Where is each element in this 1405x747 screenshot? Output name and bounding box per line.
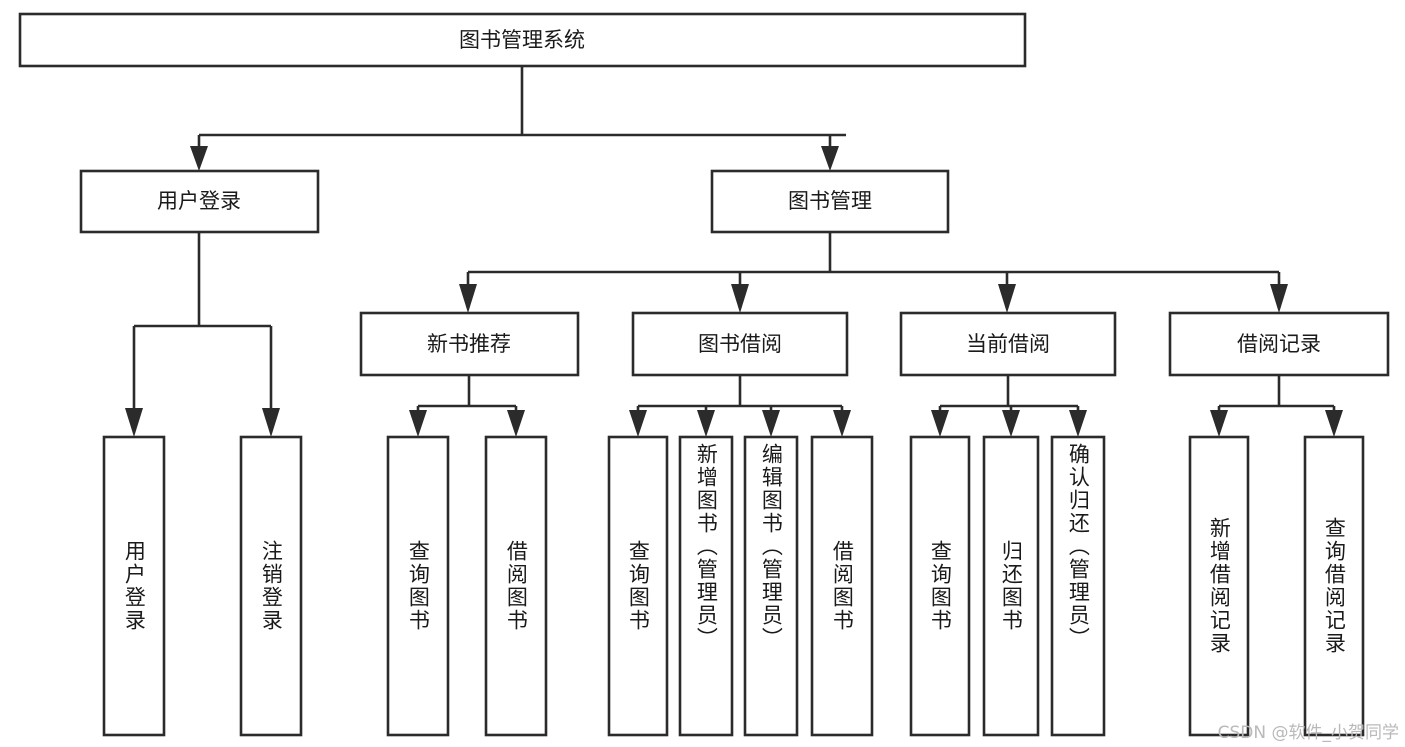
- node-root[interactable]: 图书管理系统: [18, 12, 1027, 68]
- arrowhead-leaf-query-book-3: [931, 410, 949, 437]
- node-borrow-record[interactable]: 借阅记录: [1168, 311, 1390, 377]
- node-leaf-query-borrow-record-rect[interactable]: [1303, 435, 1365, 737]
- node-book-manage-label: 图书管理: [788, 189, 872, 213]
- arrowhead-leaf-user-logout: [262, 408, 280, 437]
- leaf-rect-group: [102, 435, 1365, 737]
- edge-group-user-login: [125, 232, 280, 437]
- edge-group-book-manage: [459, 232, 1288, 313]
- arrowhead-leaf-add-borrow-record: [1210, 410, 1228, 437]
- arrowhead-leaf-edit-book: [762, 410, 780, 437]
- node-current-borrow-label: 当前借阅: [966, 332, 1050, 356]
- arrowhead-leaf-query-book-2: [629, 410, 647, 437]
- arrowhead-new-book-recommend: [459, 284, 477, 313]
- arrowhead-leaf-confirm-return: [1069, 410, 1087, 437]
- node-current-borrow[interactable]: 当前借阅: [899, 311, 1117, 377]
- node-leaf-edit-book-rect[interactable]: [743, 435, 799, 737]
- node-root-rect[interactable]: [18, 12, 1027, 68]
- edge-group-current-borrow: [931, 375, 1087, 437]
- arrowhead-leaf-borrow-book-2: [833, 410, 851, 437]
- node-book-manage[interactable]: 图书管理: [710, 169, 950, 234]
- node-root-label: 图书管理系统: [459, 28, 585, 52]
- edge-group-new-book-recommend: [409, 375, 525, 437]
- arrowhead-book-borrow: [731, 284, 749, 313]
- node-leaf-user-login-rect[interactable]: [102, 435, 166, 737]
- arrowhead-borrow-record: [1270, 284, 1288, 313]
- node-leaf-confirm-return-rect[interactable]: [1050, 435, 1106, 737]
- node-new-book-recommend[interactable]: 新书推荐: [359, 311, 580, 377]
- arrowhead-current-borrow: [998, 284, 1016, 313]
- arrowhead-leaf-user-login: [125, 408, 143, 437]
- csdn-watermark: CSDN @软件_小贺同学: [1217, 723, 1399, 743]
- node-leaf-return-book-rect[interactable]: [982, 435, 1040, 737]
- arrowhead-book-manage: [821, 146, 839, 171]
- node-user-login[interactable]: 用户登录: [79, 169, 320, 234]
- arrowhead-leaf-return-book: [1002, 410, 1020, 437]
- node-borrow-record-rect[interactable]: [1168, 311, 1390, 377]
- node-book-borrow-label: 图书借阅: [698, 332, 782, 356]
- node-new-book-recommend-rect[interactable]: [359, 311, 580, 377]
- edge-group-borrow-record: [1210, 375, 1343, 437]
- node-leaf-add-borrow-record-rect[interactable]: [1188, 435, 1250, 737]
- node-user-login-label: 用户登录: [157, 189, 241, 213]
- node-leaf-borrow-book-1-rect[interactable]: [484, 435, 548, 737]
- node-current-borrow-rect[interactable]: [899, 311, 1117, 377]
- edge-group-book-borrow: [629, 375, 851, 437]
- node-leaf-query-book-3-rect[interactable]: [909, 435, 971, 737]
- node-leaf-user-logout-rect[interactable]: [239, 435, 303, 737]
- arrowhead-leaf-query-book-1: [409, 410, 427, 437]
- node-user-login-rect[interactable]: [79, 169, 320, 234]
- arrowhead-leaf-borrow-book-1: [507, 410, 525, 437]
- arrowhead-user-login: [190, 146, 208, 171]
- node-leaf-add-book-rect[interactable]: [678, 435, 734, 737]
- node-book-borrow-rect[interactable]: [631, 311, 849, 377]
- node-new-book-recommend-label: 新书推荐: [427, 332, 511, 356]
- node-book-manage-rect[interactable]: [710, 169, 950, 234]
- arrowhead-leaf-add-book: [697, 410, 715, 437]
- node-leaf-query-book-1-rect[interactable]: [386, 435, 450, 737]
- edge-group-root: [190, 66, 846, 171]
- node-leaf-query-book-2-rect[interactable]: [607, 435, 669, 737]
- node-leaf-borrow-book-2-rect[interactable]: [810, 435, 874, 737]
- node-borrow-record-label: 借阅记录: [1237, 332, 1321, 356]
- node-book-borrow[interactable]: 图书借阅: [631, 311, 849, 377]
- arrowhead-leaf-query-borrow-record: [1325, 410, 1343, 437]
